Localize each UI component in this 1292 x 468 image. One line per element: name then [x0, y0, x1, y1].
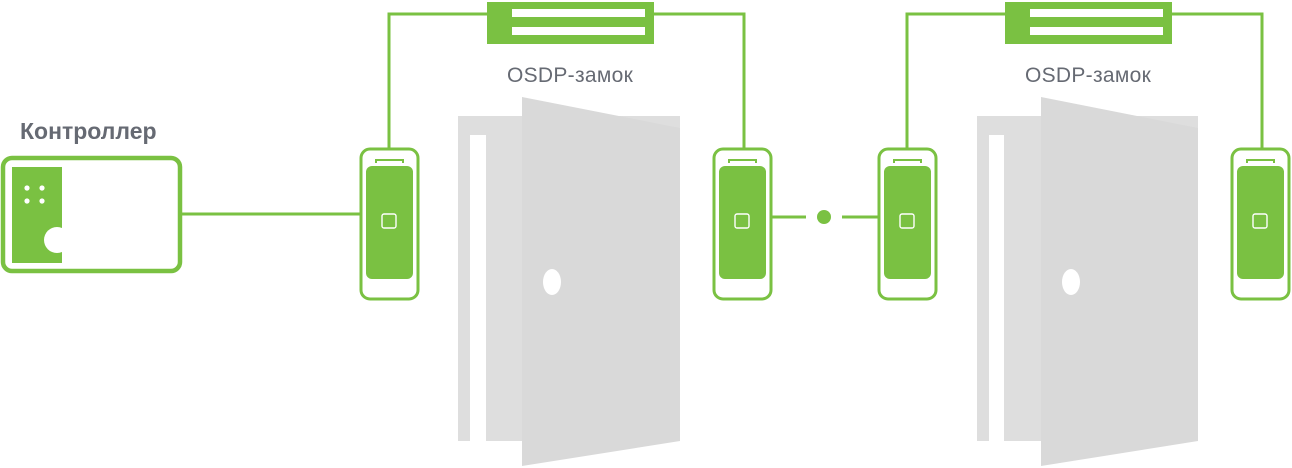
lock-label: OSDP-замок	[507, 64, 634, 87]
electromagnetic-lock-icon	[1005, 2, 1172, 44]
card-reader-icon	[359, 147, 420, 301]
open-door-icon	[458, 97, 680, 466]
lock-label: OSDP-замок	[1025, 64, 1152, 87]
bus-node-dot-icon	[817, 210, 831, 224]
card-reader-icon	[1230, 147, 1291, 301]
electromagnetic-lock-icon	[487, 2, 654, 44]
open-door-icon	[977, 97, 1198, 466]
card-reader-icon	[877, 147, 938, 301]
controller-title: Контроллер	[20, 118, 157, 144]
card-reader-icon	[712, 147, 773, 301]
controller-box-icon	[0, 155, 183, 274]
door-group-2: OSDP-замок	[877, 2, 1291, 466]
door-group-1: OSDP-замок	[359, 2, 773, 466]
osdp-bus-link	[771, 210, 879, 224]
